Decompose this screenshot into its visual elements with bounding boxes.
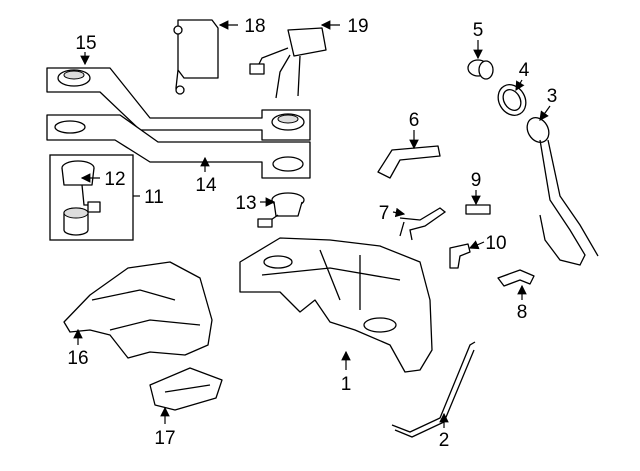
callout-1[interactable]: 1 xyxy=(341,374,352,395)
callout-5[interactable]: 5 xyxy=(473,20,484,41)
callout-3[interactable]: 3 xyxy=(547,86,558,107)
callout-18[interactable]: 18 xyxy=(244,16,265,37)
part-13-sender-unit[interactable] xyxy=(257,192,305,228)
callout-9[interactable]: 9 xyxy=(471,170,482,191)
callout-12[interactable]: 12 xyxy=(104,169,125,190)
part-4-ring[interactable] xyxy=(493,80,532,121)
callout-15[interactable]: 15 xyxy=(75,33,96,54)
callout-17[interactable]: 17 xyxy=(154,428,175,449)
part-15-upper-strap[interactable] xyxy=(46,67,311,141)
callout-14[interactable]: 14 xyxy=(195,175,217,196)
part-18-module[interactable] xyxy=(173,19,219,95)
callout-2[interactable]: 2 xyxy=(439,430,450,451)
callout-6[interactable]: 6 xyxy=(409,110,420,131)
part-16-heat-shield[interactable] xyxy=(63,261,213,359)
callout-16[interactable]: 16 xyxy=(67,348,88,369)
leader-lines xyxy=(73,20,551,428)
part-8-hose[interactable] xyxy=(497,269,535,287)
part-7-bracket[interactable] xyxy=(399,207,447,241)
callout-13[interactable]: 13 xyxy=(235,193,256,214)
callout-10[interactable]: 10 xyxy=(485,233,506,254)
part-6-hose[interactable] xyxy=(377,145,441,179)
part-19-vapor-valve[interactable] xyxy=(249,27,327,99)
callout-8[interactable]: 8 xyxy=(517,302,528,323)
part-11-fuel-pump-assembly[interactable] xyxy=(49,154,134,241)
part-9-clip[interactable] xyxy=(465,204,491,215)
part-17-shield[interactable] xyxy=(149,367,223,411)
callout-7[interactable]: 7 xyxy=(379,203,390,224)
part-10-hose[interactable] xyxy=(449,243,471,269)
part-3-filler-neck[interactable] xyxy=(523,114,599,266)
callout-19[interactable]: 19 xyxy=(347,16,368,37)
callout-11[interactable]: 11 xyxy=(144,187,164,208)
part-14-lower-strap[interactable] xyxy=(46,114,311,179)
part-1-fuel-tank[interactable] xyxy=(239,237,433,373)
part-5-fuel-cap[interactable] xyxy=(467,59,494,80)
callout-4[interactable]: 4 xyxy=(519,60,530,81)
